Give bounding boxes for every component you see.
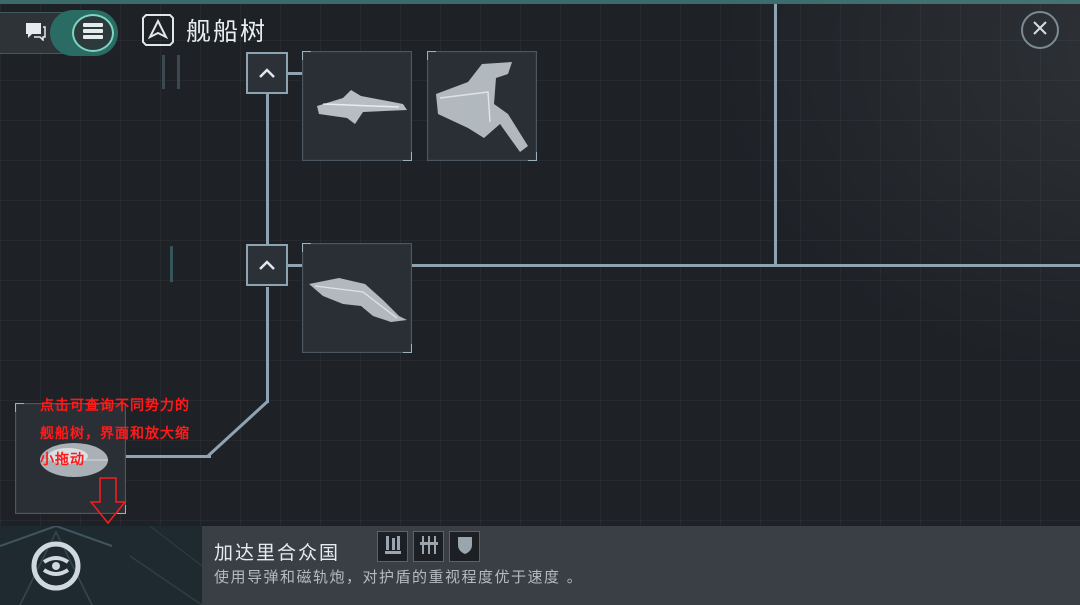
menu-button[interactable] [72,14,114,52]
chat-bubbles-icon [24,21,46,45]
missile-icon [383,534,403,560]
hint-line-3: 小拖动 [40,452,85,468]
trait-shield [449,531,480,562]
shield-icon [455,534,475,560]
tree-connector [266,94,269,246]
ship-tree-icon [140,12,176,48]
background-shade [640,0,1080,440]
tree-connector [774,4,777,264]
top-accent-bar [0,0,1080,4]
close-icon [1032,20,1048,40]
expand-branch-button[interactable] [246,244,288,286]
tree-connector [288,72,302,75]
faction-description: 使用导弹和磁轨炮，对护盾的重视程度优于速度 。 [214,568,584,586]
hint-line-1: 点击可查询不同势力的 [40,398,190,414]
faction-emblem-icon [30,540,82,596]
hint-line-2: 舰船树，界面和放大缩 [40,426,190,442]
tree-connector [266,287,269,403]
ship-node-3[interactable] [302,243,412,353]
railgun-icon [419,534,439,560]
list-menu-icon [82,22,104,44]
tree-connector-diagonal [206,399,270,458]
chevron-up-icon [258,256,276,275]
close-button[interactable] [1021,11,1059,49]
faction-name: 加达里合众国 [214,542,341,564]
page-title: 舰船树 [186,17,268,46]
ship-node-root[interactable] [15,403,126,514]
faction-info-panel [202,526,1080,605]
ship-node-1[interactable] [302,51,412,161]
ship-node-2[interactable] [427,51,537,161]
tree-connector [412,264,1080,267]
down-arrow-icon [89,477,127,525]
trait-railgun [413,531,444,562]
trait-missile [377,531,408,562]
decor-tick [170,246,173,282]
chevron-up-icon [258,64,276,83]
tree-connector [126,455,211,458]
tree-connector [288,264,302,267]
faction-selector[interactable] [0,526,202,605]
decor-tick [177,55,180,89]
expand-branch-button[interactable] [246,52,288,94]
decor-tick [162,55,165,89]
